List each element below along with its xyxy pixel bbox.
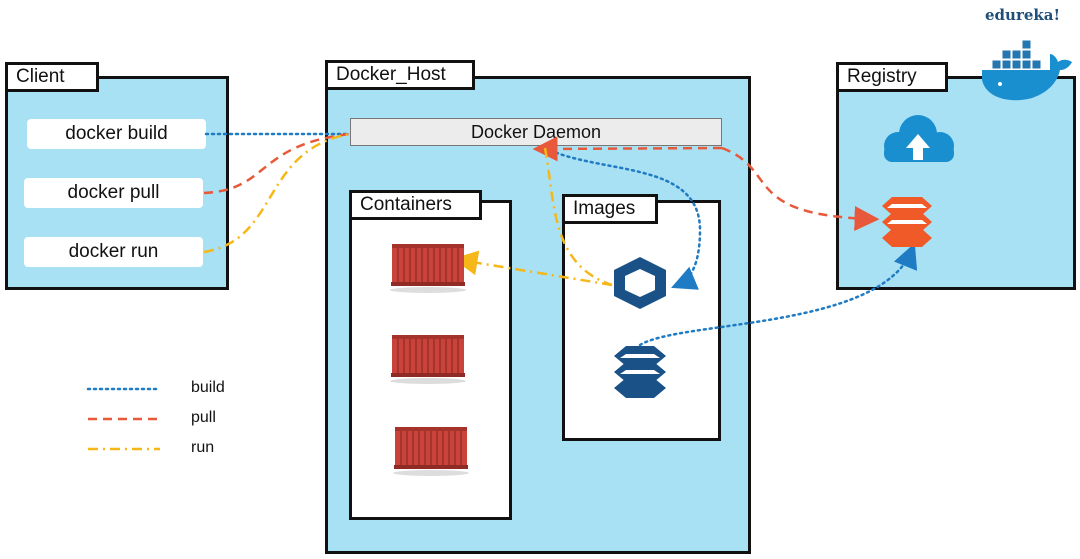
docker-build-command: docker build — [27, 119, 206, 149]
docker-daemon-bar: Docker Daemon — [350, 118, 722, 146]
build-flow-lines — [204, 132, 918, 347]
brand-logo-text: edureka! — [985, 6, 1061, 24]
images-title: Images — [562, 194, 658, 224]
docker-host-title: Docker_Host — [325, 60, 475, 90]
legend-samples — [86, 387, 162, 451]
registry-title: Registry — [836, 62, 948, 92]
images-box — [562, 200, 721, 441]
cloud-upload-icon — [884, 115, 954, 162]
client-title: Client — [5, 62, 99, 92]
pull-flow-lines — [203, 132, 880, 231]
run-flow-lines — [203, 132, 613, 287]
image-hexagon-icon — [614, 257, 666, 309]
registry-image-stack-icon — [882, 197, 932, 247]
docker-pull-command: docker pull — [24, 178, 203, 208]
registry-panel — [836, 76, 1076, 290]
container-icon-1 — [389, 243, 467, 294]
legend-run-label: run — [191, 439, 215, 456]
docker-whale-logo — [982, 39, 1072, 101]
container-icon-3 — [392, 426, 470, 477]
image-stack-icon — [614, 346, 666, 398]
legend-pull-label: pull — [191, 409, 216, 426]
container-icon-2 — [389, 334, 467, 385]
containers-title: Containers — [349, 190, 482, 220]
docker-run-command: docker run — [24, 237, 203, 267]
legend-build-label: build — [191, 379, 225, 396]
